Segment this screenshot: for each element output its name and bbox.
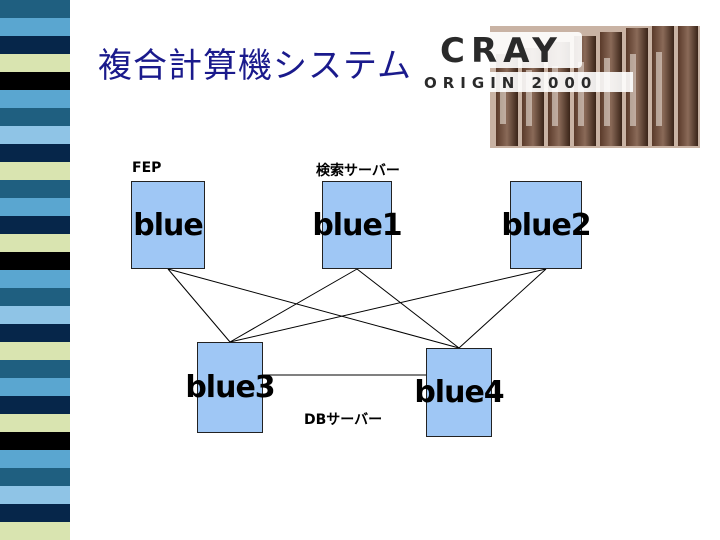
stripe-segment	[0, 54, 70, 72]
stripe-segment	[0, 252, 70, 270]
node-blue3: blue3	[185, 342, 276, 433]
stripe-segment	[0, 378, 70, 396]
link-blue-blue3	[167, 268, 231, 343]
stripe-segment	[0, 198, 70, 216]
logo-brand-text: CRAY	[440, 31, 563, 71]
stripe-segment	[0, 216, 70, 234]
stripe-segment	[0, 396, 70, 414]
stripe-segment	[0, 414, 70, 432]
db-server-caption: DBサーバー	[304, 412, 383, 428]
stripe-segment	[0, 126, 70, 144]
stripe-segment	[0, 342, 70, 360]
stripe-segment	[0, 504, 70, 522]
stripe-segment	[0, 306, 70, 324]
search-server-caption: 検索サーバー	[316, 163, 400, 179]
stripe-segment	[0, 270, 70, 288]
stripe-segment	[0, 18, 70, 36]
slide-title: 複合計算機システム	[98, 46, 412, 86]
cray-origin-logo: CRAY ORIGIN 2000	[418, 26, 700, 148]
node-blue1: blue1	[312, 181, 403, 269]
logo-product-text: ORIGIN 2000	[424, 74, 597, 92]
stripe-segment	[0, 360, 70, 378]
stripe-segment	[0, 522, 70, 540]
node-blue4: blue4	[414, 348, 505, 437]
link-blue-blue4	[167, 268, 460, 349]
stripe-segment	[0, 288, 70, 306]
stripe-segment	[0, 36, 70, 54]
stripe-segment	[0, 162, 70, 180]
stripe-segment	[0, 468, 70, 486]
accent-stripe-bar	[0, 0, 70, 540]
fep-caption: FEP	[132, 160, 162, 176]
stripe-segment	[0, 450, 70, 468]
link-blue1-blue4	[356, 268, 460, 349]
stripe-segment	[0, 432, 70, 450]
stripe-segment	[0, 72, 70, 90]
link-blue2-blue3	[229, 268, 547, 343]
stripe-segment	[0, 324, 70, 342]
stripe-segment	[0, 234, 70, 252]
stripe-segment	[0, 486, 70, 504]
stripe-segment	[0, 180, 70, 198]
link-blue2-blue4	[458, 268, 547, 349]
stripe-segment	[0, 108, 70, 126]
link-blue1-blue3	[229, 268, 358, 343]
stripe-segment	[0, 144, 70, 162]
stripe-segment	[0, 0, 70, 18]
stripe-segment	[0, 90, 70, 108]
node-blue: blue	[131, 181, 205, 269]
node-blue2: blue2	[501, 181, 592, 269]
